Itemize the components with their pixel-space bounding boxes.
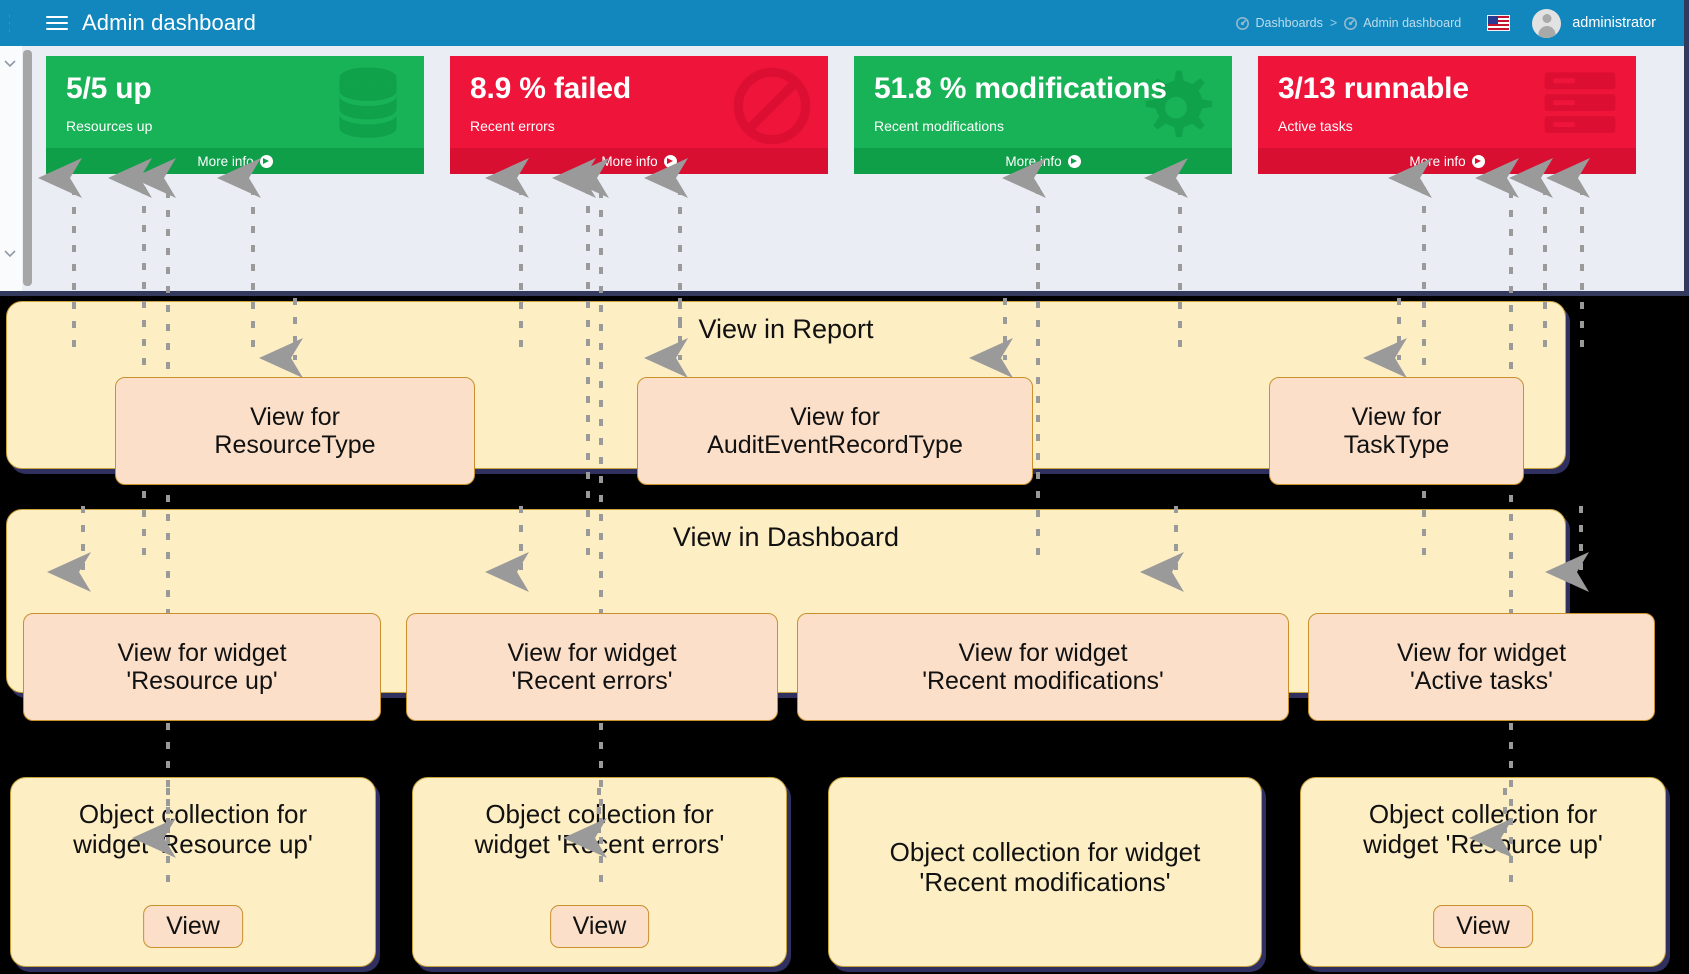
top-navigation-bar: ⋮ Admin dashboard Dashboards xyxy=(0,0,1684,46)
username-label[interactable]: administrator xyxy=(1572,15,1656,31)
page-title: Admin dashboard xyxy=(82,10,256,35)
view-button[interactable]: View xyxy=(549,905,650,948)
breadcrumb-separator: > xyxy=(1329,16,1338,30)
more-info-link[interactable]: More info xyxy=(1258,148,1636,174)
vertical-scrollbar[interactable] xyxy=(22,50,33,287)
arrow-right-circle-icon xyxy=(1067,154,1081,168)
edge-clipped-icon: ⋮ xyxy=(0,8,10,38)
panel-title-view-in-dashboard: View in Dashboard xyxy=(672,522,900,552)
server-rack-icon xyxy=(1538,64,1622,148)
node-label: View for widget'Recent errors' xyxy=(507,638,677,696)
arrow-right-circle-icon xyxy=(259,154,273,168)
widget-card-active-tasks[interactable]: 3/13 runnable Active tasks xyxy=(1258,56,1636,174)
widget-value: 8.9 % failed xyxy=(470,72,632,105)
avatar[interactable] xyxy=(1532,8,1562,38)
chevron-down-icon-bottom[interactable] xyxy=(2,245,18,261)
database-stack-icon xyxy=(326,64,410,148)
arrow-right-circle-icon xyxy=(1471,154,1485,168)
node-label: View for widget'Active tasks' xyxy=(1396,638,1567,696)
widget-label: Recent errors xyxy=(470,118,555,134)
scrollbar-thumb[interactable] xyxy=(23,50,32,286)
topbar-right-group: Dashboards > Admin dashboard a xyxy=(1236,8,1684,38)
topbar-left-group: ⋮ Admin dashboard xyxy=(0,8,256,38)
dashboard-gauge-icon xyxy=(1236,16,1250,30)
widget-value: 5/5 up xyxy=(66,72,152,105)
application-window: ⋮ Admin dashboard Dashboards xyxy=(0,0,1689,296)
breadcrumb: Dashboards > Admin dashboard xyxy=(1236,16,1461,30)
chevron-down-icon-top[interactable] xyxy=(2,55,18,71)
widget-card-row: 5/5 up Resources up More info xyxy=(46,56,1646,176)
widget-label: Resources up xyxy=(66,118,153,134)
more-info-link[interactable]: More info xyxy=(450,148,828,174)
more-info-label: More info xyxy=(1409,153,1466,169)
panel-title-view-in-report: View in Report xyxy=(698,314,874,344)
more-info-label: More info xyxy=(601,153,658,169)
widget-card-recent-errors[interactable]: 8.9 % failed Recent errors More info xyxy=(450,56,828,174)
sidebar-rail xyxy=(0,46,22,291)
more-info-link[interactable]: More info xyxy=(46,148,424,174)
us-flag-icon[interactable] xyxy=(1487,15,1511,31)
more-info-label: More info xyxy=(1005,153,1062,169)
collection-box-recent-modifications: Object collection for widget'Recent modi… xyxy=(828,777,1262,967)
node-label: View for widget'Recent modifications' xyxy=(922,638,1164,696)
widget-value: 51.8 % modifications xyxy=(874,72,1167,105)
breadcrumb-item-dashboards[interactable]: Dashboards xyxy=(1255,16,1323,30)
ban-prohibited-icon xyxy=(730,64,814,148)
dashboard-gauge-icon-current xyxy=(1344,16,1358,30)
more-info-link[interactable]: More info xyxy=(854,148,1232,174)
node-view-for-widget-resource-up[interactable]: View for widget'Resource up' xyxy=(23,613,381,721)
more-info-label: More info xyxy=(197,153,254,169)
widget-label: Recent modifications xyxy=(874,118,1004,134)
widget-card-resources-up[interactable]: 5/5 up Resources up More info xyxy=(46,56,424,174)
node-label: View for widget'Resource up' xyxy=(117,638,287,696)
hamburger-menu-icon[interactable] xyxy=(46,12,68,34)
node-view-for-widget-recent-errors[interactable]: View for widget'Recent errors' xyxy=(406,613,778,721)
arrow-right-circle-icon xyxy=(663,154,677,168)
breadcrumb-item-admin-dashboard[interactable]: Admin dashboard xyxy=(1363,16,1462,30)
node-view-for-widget-active-tasks[interactable]: View for widget'Active tasks' xyxy=(1308,613,1655,721)
widget-card-recent-modifications[interactable]: 51.8 % modifications Recent modification… xyxy=(854,56,1232,174)
view-button[interactable]: View xyxy=(143,905,243,948)
node-view-for-widget-recent-modifications[interactable]: View for widget'Recent modifications' xyxy=(797,613,1289,721)
view-button[interactable]: View xyxy=(1433,905,1533,948)
widget-value: 3/13 runnable xyxy=(1278,72,1469,105)
gear-cog-icon xyxy=(1134,64,1218,148)
collection-label: Object collection for widget'Recent modi… xyxy=(889,837,1201,897)
widget-label: Active tasks xyxy=(1278,118,1353,134)
